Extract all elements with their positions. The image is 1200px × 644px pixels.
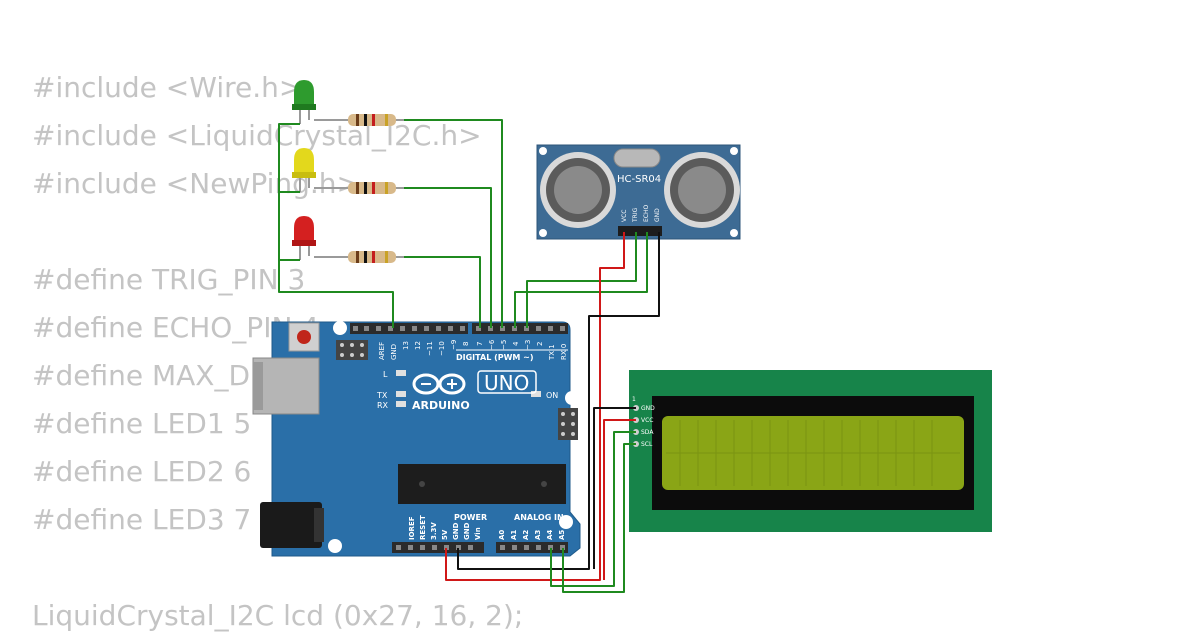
sensor-pin-label: VCC	[621, 210, 628, 222]
pin-label: A1	[510, 530, 518, 540]
pin-label: GND	[390, 344, 398, 360]
sensor-pin-header	[618, 226, 662, 236]
model-label: UNO	[484, 371, 529, 395]
sensor-pin-label: ECHO	[643, 205, 650, 222]
wires	[278, 119, 660, 593]
pin-label: GND	[452, 522, 460, 540]
brand-label: ARDUINO	[412, 399, 470, 412]
code-line: #include <NewPing.h>	[32, 167, 361, 200]
code-line: #define LED3 7	[32, 503, 252, 536]
pin-label: ~5	[500, 340, 508, 350]
pin-label: RX 0	[560, 344, 568, 360]
resistor-2	[314, 182, 404, 194]
lcd-module[interactable]: 1 GND VCC SDA SCL	[629, 370, 992, 532]
pin-label: ~10	[438, 341, 446, 356]
transducer-right	[664, 152, 740, 228]
crystal-oscillator	[613, 148, 661, 168]
on-label: ON	[546, 391, 558, 400]
sensor-pin-label: GND	[654, 208, 661, 222]
pin-label: 13	[402, 341, 410, 350]
microcontroller-chip	[398, 464, 566, 504]
pin-label: 5V	[441, 529, 449, 540]
circuit-canvas: AREF GND 13 12 ~11 ~10 ~9 8 7 ~6 ~5 4 ~3…	[252, 80, 992, 593]
header-top-right	[472, 323, 568, 334]
lcd-pin-label: SCL	[641, 441, 653, 448]
resistor-3	[314, 251, 404, 263]
pin-label: ~3	[524, 340, 532, 350]
wire-trig	[526, 232, 637, 328]
led-rx-label: RX	[377, 401, 389, 410]
pin-label: A3	[534, 530, 542, 540]
wire-led-gnd	[278, 123, 394, 328]
pin-label: A2	[522, 530, 530, 540]
power-label: POWER	[454, 513, 487, 522]
pin-label: Vin	[474, 527, 482, 540]
led-tx-label: TX	[376, 391, 388, 400]
resistor-1	[314, 114, 404, 126]
digital-label: DIGITAL (PWM ~)	[456, 353, 534, 362]
pin-label: 3.3V	[430, 522, 438, 540]
wire-lcd-scl	[562, 443, 636, 593]
pin-label: RESET	[419, 515, 427, 540]
header-analog	[496, 542, 568, 553]
sensor-pin-label: TRIG	[632, 207, 639, 223]
pin-label: 7	[476, 342, 484, 346]
wire-lcd-sda	[550, 431, 636, 587]
code-line: LiquidCrystal_I2C lcd (0x27, 16, 2);	[32, 599, 524, 632]
led-green[interactable]	[292, 80, 316, 124]
code-line: #define LED2 6	[32, 455, 252, 488]
lcd-pin-label: VCC	[641, 417, 653, 424]
pin-label: GND	[463, 522, 471, 540]
code-line: #define LED1 5	[32, 407, 252, 440]
pin-label: 2	[536, 342, 544, 346]
pin-label: 12	[414, 341, 422, 350]
transducer-left	[540, 152, 616, 228]
led-red[interactable]	[292, 216, 316, 260]
header-top-left	[350, 323, 468, 334]
sensor-model-label: HC-SR04	[617, 174, 661, 185]
led-yellow[interactable]	[292, 148, 316, 192]
lcd-character-grid	[666, 420, 960, 486]
lcd-pin-label: SDA	[641, 429, 654, 436]
pin-label: A0	[498, 530, 506, 540]
pin-label: ~11	[426, 341, 434, 356]
header-power	[392, 542, 484, 553]
reset-button-cap	[297, 330, 311, 344]
pin-label: ~6	[488, 339, 496, 350]
wire-lcd-gnd	[593, 407, 636, 569]
pin-label: 4	[512, 341, 520, 346]
wire-echo	[514, 232, 648, 328]
wire-led2	[404, 187, 492, 328]
pin-label: 8	[462, 342, 470, 346]
pin-label: TX 1	[548, 344, 556, 361]
ultrasonic-sensor[interactable]: HC-SR04 VCC TRIG ECHO GND	[536, 144, 741, 240]
analog-label: ANALOG IN	[514, 513, 564, 522]
code-line: #define TRIG_PIN 3	[32, 263, 306, 296]
wire-lcd-vcc	[603, 419, 636, 580]
wire-sensor-vcc	[445, 232, 625, 581]
pin-label: AREF	[378, 342, 386, 360]
pin-label: ~9	[450, 340, 458, 350]
wire-led1	[404, 119, 503, 328]
pin-label: IOREF	[408, 516, 416, 540]
power-jack	[260, 502, 322, 548]
pin-label: A4	[546, 530, 554, 540]
code-line: #include <LiquidCrystal_I2C.h>	[32, 119, 482, 152]
lcd-pin-number: 1	[632, 396, 636, 403]
code-line: #define ECHO_PIN 4	[32, 311, 320, 344]
led-l-label: L	[383, 370, 388, 379]
arduino-uno-board[interactable]: AREF GND 13 12 ~11 ~10 ~9 8 7 ~6 ~5 4 ~3…	[252, 321, 581, 557]
arduino-logo-icon	[412, 373, 466, 395]
lcd-pin-label: GND	[641, 405, 655, 412]
code-line: #include <Wire.h>	[32, 71, 303, 104]
pin-label: A5	[558, 530, 566, 540]
wire-led3	[404, 256, 481, 328]
wire-sensor-gnd	[457, 232, 660, 570]
